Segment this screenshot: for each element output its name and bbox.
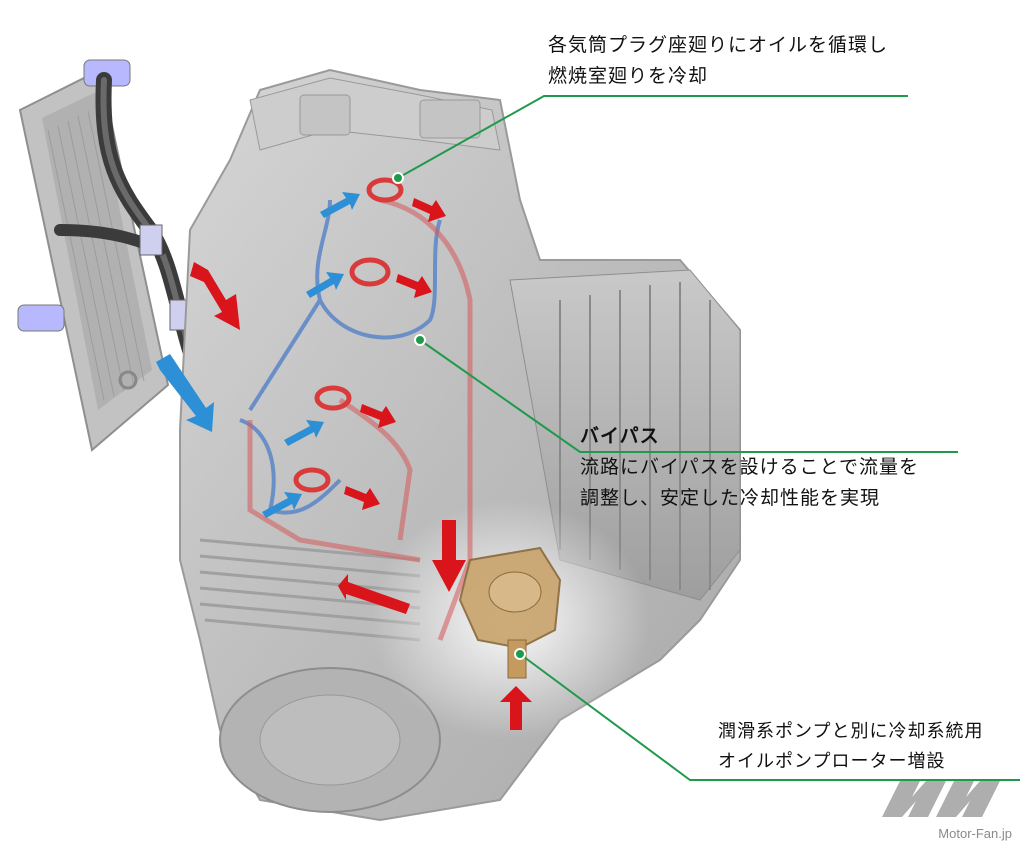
callout-oil-pump-line1: 潤滑系ポンプと別に冷却系統用 [718,721,984,742]
callout-plug-cooling-line1: 各気筒プラグ座廻りにオイルを循環し [548,34,889,56]
motor-fan-logo [882,781,1000,817]
cool-flow-arrows [156,192,360,518]
callout-plug-cooling: 各気筒プラグ座廻りにオイルを循環し 燃焼室廻りを冷却 [548,30,888,92]
callout-plug-cooling-line2: 燃焼室廻りを冷却 [548,65,709,87]
oil-hoses [54,72,245,415]
callout-bypass-title: バイパス [580,425,660,447]
oil-cooler [17,59,170,452]
callout-bypass: バイパス 流路にバイパスを設けることで流量を 調整し、安定した冷却性能を実現 [580,421,919,514]
callout-oil-pump-line2: オイルポンプローター増設 [718,751,946,772]
callout-leaders [397,95,1020,781]
oil-gallery-hot [247,197,473,641]
oil-pump-rotor [458,546,562,679]
hot-flow-arrows [190,198,532,730]
plug-seats [293,177,404,493]
callout-dots [392,172,526,660]
callout-bypass-line2: 調整し、安定した冷却性能を実現 [580,487,881,509]
callout-oil-pump: 潤滑系ポンプと別に冷却系統用 オイルポンプローター増設 [718,717,983,777]
callout-bypass-line1: 流路にバイパスを設けることで流量を [580,456,920,478]
watermark-text: Motor-Fan.jp [938,826,1012,841]
